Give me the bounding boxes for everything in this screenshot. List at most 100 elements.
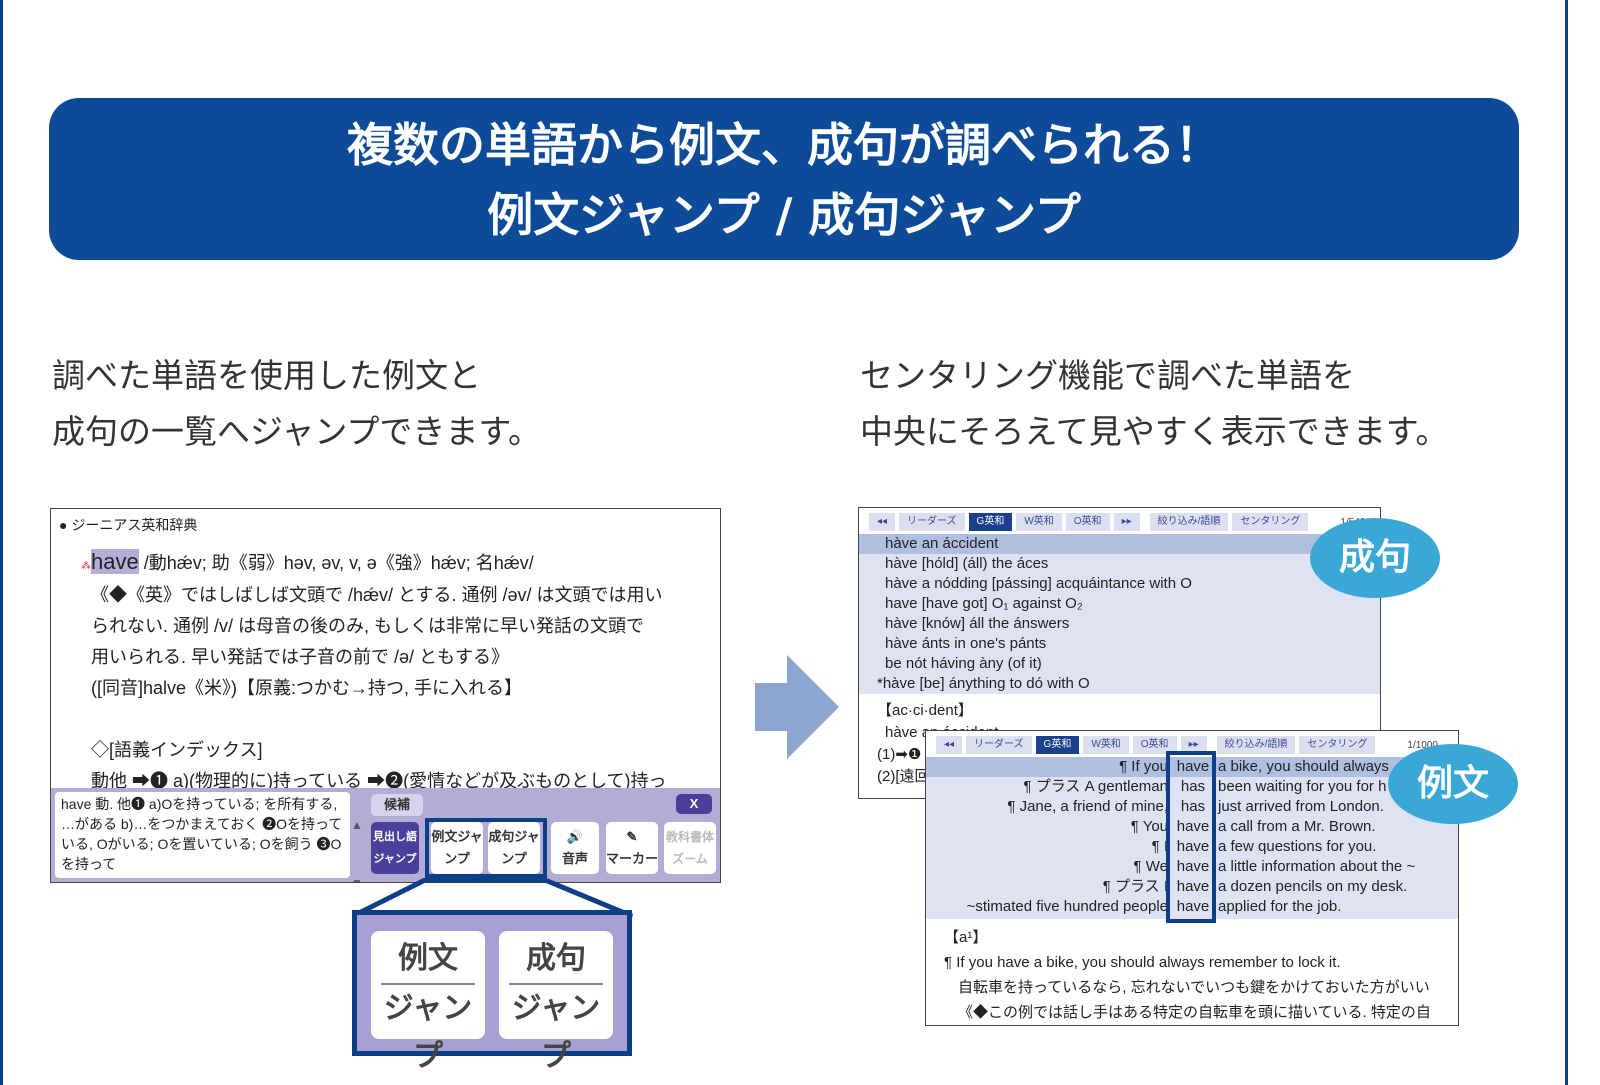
zoomed-buttons: 例文ジャンプ 成句ジャンプ (352, 910, 632, 1074)
banner-line1: 複数の単語から例文、成句が調べられる！ (347, 118, 1221, 172)
example-item[interactable]: ¶ Jane, a friend of mine, has just arrived… (926, 797, 1458, 817)
example-keyword: has (1180, 798, 1206, 815)
phrase-item[interactable]: hàve an áccident (859, 534, 1380, 554)
example-after: a bike, you should always (1218, 758, 1389, 775)
phrase-item[interactable]: be nót háving àny (of it) (885, 655, 1042, 672)
dictionary-name: ● ジーニアス英和辞典 (59, 517, 198, 533)
phrase-item[interactable]: have [have got] O₁ against O₂ (885, 595, 1083, 612)
phrase-item[interactable]: hàve ánts in one's pánts (885, 635, 1047, 652)
example-keyword: have (1176, 858, 1210, 875)
sound-label: 音声 (561, 851, 588, 866)
phrase-item[interactable]: hàve [knów] áll the ánswers (885, 615, 1070, 632)
detail-line: 《◆この例では話し手はある特定の自転車を頭に描いている. 特定の自 (958, 1004, 1431, 1021)
caption-line: センタリング機能で調べた単語を (860, 356, 1355, 395)
label: ジャンプ (511, 991, 601, 1074)
example-after: applied for the job. (1218, 898, 1342, 915)
filter-button[interactable]: 絞り込み/語順 (1149, 513, 1229, 531)
tab-2[interactable]: G英和 (1035, 736, 1080, 754)
tab-5[interactable]: ▸▸ (1180, 736, 1207, 754)
example-before: ¶ You (1130, 818, 1168, 835)
highlight-frame (425, 818, 547, 878)
entry-line: られない. 通例 /v/ は母音の後のみ, もしくは非常に早い発話の文頭で (91, 616, 645, 636)
phrase-item[interactable]: hàve [hóld] (áll) the áces (885, 555, 1049, 572)
example-jump-button-large[interactable]: 例文ジャンプ (371, 931, 485, 1074)
example-item[interactable]: ¶ If you have a bike, you should always (926, 757, 1458, 777)
tab-3[interactable]: W英和 (1016, 513, 1062, 531)
label: ジャンプ (383, 991, 473, 1074)
detail-line: 自転車を持っているなら, 忘れないでいつも鍵をかけておいた方がいい (958, 979, 1430, 996)
entry-line: 用いられる. 早い発話では子音の前で /ə/ ともする》 (91, 647, 510, 667)
tab-1[interactable]: リーダーズ (966, 736, 1032, 754)
marker-label: マーカー (606, 851, 659, 866)
example-item[interactable]: ¶ We have a little information about the ~ (926, 857, 1458, 877)
sound-button[interactable]: 🔊音声 (551, 822, 599, 874)
right-arrow-icon (755, 655, 839, 759)
example-keyword: have (1176, 818, 1210, 835)
caption-line: 成句の一覧へジャンプできます。 (52, 412, 542, 451)
tab-1[interactable]: リーダーズ (899, 513, 965, 531)
pronunciation: /動hǽv; 助《弱》həv, əv, v, ə《強》hǽv; 名hǽv/ (138, 553, 534, 573)
pen-icon: ✎ (626, 829, 638, 844)
entry-line: 動他 ➡❶ a)(物理的に)持っている ➡❷(愛情などが及ぶものとして)持っ (91, 771, 667, 791)
example-after: a dozen pencils on my desk. (1218, 878, 1408, 895)
example-badge: 例文 (1388, 744, 1518, 824)
example-keyword: have (1176, 838, 1210, 855)
centering-button[interactable]: センタリング (1232, 513, 1309, 531)
tab-4[interactable]: O英和 (1065, 513, 1110, 531)
close-button[interactable]: X (676, 794, 712, 814)
tab-4[interactable]: O英和 (1132, 736, 1177, 754)
zoom-button[interactable]: 教科書体ズーム (664, 822, 716, 874)
example-after: a few questions for you. (1218, 838, 1377, 855)
example-after: a little information about the ~ (1218, 858, 1416, 875)
entry-line: 《◆《英》ではしばしば文頭で /hǽv/ とする. 通例 /əv/ は文頭では用… (91, 585, 663, 605)
tab-2[interactable]: G英和 (968, 513, 1013, 531)
example-after: been waiting for you for h (1218, 778, 1387, 795)
detail-line: ¶ If you have a bike, you should always … (944, 954, 1341, 971)
caption-line: 中央にそろえて見やすく表示できます。 (860, 412, 1449, 451)
example-detail: 【a¹】 ¶ If you have a bike, you should al… (944, 925, 1431, 1025)
tab-5[interactable]: ▸▸ (1113, 513, 1140, 531)
example-after: just arrived from London. (1218, 798, 1384, 815)
right-caption: センタリング機能で調べた単語を 中央にそろえて見やすく表示できます。 (860, 348, 1448, 460)
filter-button[interactable]: 絞り込み/語順 (1216, 736, 1296, 754)
example-before: ¶ プラス A gentleman (1023, 778, 1169, 795)
example-after: a call from a Mr. Brown. (1218, 818, 1376, 835)
tab-3[interactable]: W英和 (1083, 736, 1129, 754)
callout-connector (351, 878, 633, 918)
tab-0[interactable]: ◂◂ (936, 736, 963, 754)
phrase-jump-button[interactable]: 成句ジャンプ (488, 822, 540, 874)
example-jump-button[interactable]: 例文ジャンプ (431, 822, 483, 874)
example-item[interactable]: ¶ You have a call from a Mr. Brown. (926, 817, 1458, 837)
example-before: ¶ Jane, a friend of mine, (1007, 798, 1168, 815)
phrase-item[interactable]: hàve a nódding [pássing] acquáintance wi… (885, 575, 1192, 592)
dictionary-screen: ● ジーニアス英和辞典 ⁂have /動hǽv; 助《弱》həv, əv, v,… (50, 508, 721, 883)
marker-button[interactable]: ✎ マーカー (606, 822, 658, 874)
example-before: ¶ We (1133, 858, 1168, 875)
entry-line: ([同音]halve《米》)【原義:つかむ→持つ, 手に入れる】 (91, 678, 523, 698)
headword-jump-button[interactable]: 見出し語ジャンプ (371, 822, 419, 874)
phrase-badge: 成句 (1310, 518, 1440, 598)
headword: have (91, 549, 139, 574)
phrase-item[interactable]: *hàve [be] ánything to dó with O (877, 675, 1090, 692)
bottom-toolbar: have 動. 他❶ a)Oを持っている; を所有する, …がある b)…をつか… (51, 788, 720, 882)
centering-button[interactable]: センタリング (1299, 736, 1376, 754)
example-keyword: have (1176, 878, 1210, 895)
entry-heading: 【a¹】 (944, 929, 988, 946)
candidate-button[interactable]: 候補 (371, 794, 423, 816)
example-keyword: have (1176, 758, 1210, 775)
detail-line: (2)[遠回 (877, 768, 930, 785)
example-keyword: has (1180, 778, 1206, 795)
banner-line2: 例文ジャンプ / 成句ジャンプ (487, 188, 1081, 242)
entry-heading: 【ac·ci·dent】 (877, 702, 973, 719)
tab-0[interactable]: ◂◂ (869, 513, 896, 531)
phrase-jump-button-large[interactable]: 成句ジャンプ (499, 931, 613, 1074)
detail-line: (1)➡❶ (877, 746, 922, 763)
example-before: ¶ If you (1119, 758, 1168, 775)
scroll-arrows[interactable]: ▲▼ (351, 818, 363, 883)
example-item[interactable]: ¶ プラス A gentleman has been waiting for you… (926, 777, 1458, 797)
